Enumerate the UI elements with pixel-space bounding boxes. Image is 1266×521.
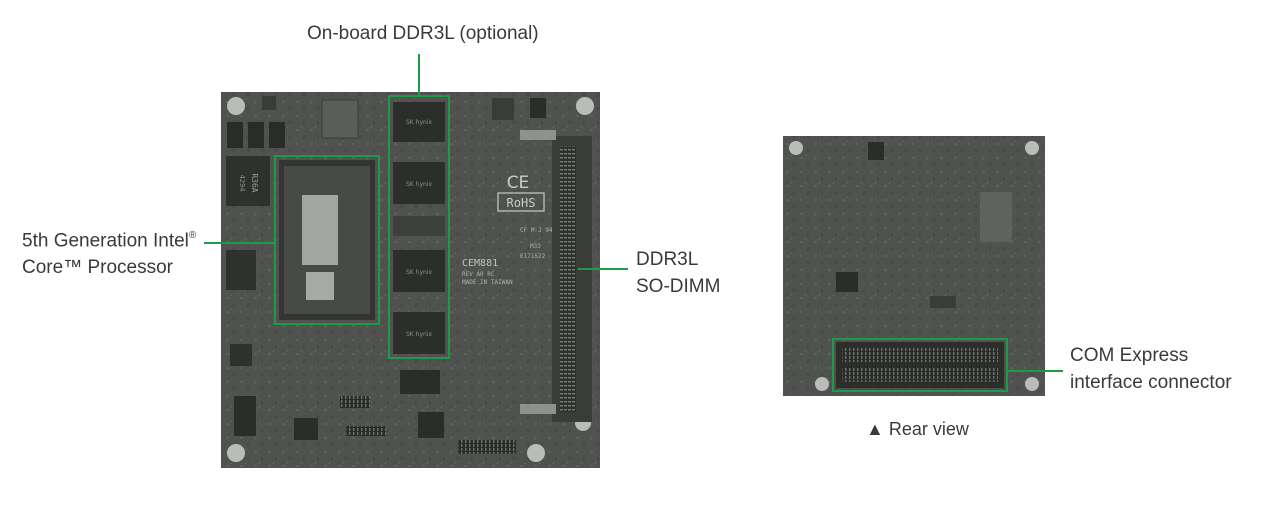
rear-view-caption: ▲ Rear view: [866, 419, 969, 439]
ic-chip: [836, 272, 858, 292]
processor-leader: [204, 242, 276, 244]
small-chip: [530, 98, 546, 118]
passive-array: [980, 192, 1012, 242]
ic-chip: [418, 412, 444, 438]
com-connector-highlight: [832, 338, 1008, 392]
ic-chip: [400, 370, 440, 394]
processor-label: 5th Generation Intel® Core™ Processor: [22, 223, 196, 281]
connector-strip: [346, 426, 386, 436]
mounting-hole: [227, 444, 245, 462]
small-chip: [930, 296, 956, 308]
sodimm-label-line2: SO-DIMM: [636, 276, 721, 297]
pch-die: [306, 272, 334, 300]
small-chip: [868, 142, 884, 160]
front-board: R36A 4294 SK hynix SK hynix SK hynix SK …: [221, 92, 600, 468]
memory-chip: [393, 250, 445, 292]
mounting-hole: [789, 141, 803, 155]
connector-strip: [458, 440, 516, 454]
sodimm-label: DDR3L SO-DIMM: [636, 246, 720, 300]
memory-chip: [393, 102, 445, 142]
memory-chip-label: SK hynix: [406, 181, 432, 188]
memory-chip: [393, 312, 445, 354]
onboard-ddr3l-leader: [418, 54, 420, 96]
memory-chip-label: SK hynix: [406, 119, 432, 126]
sodimm-slot-pins: [560, 146, 576, 412]
mosfet-chip: [227, 122, 243, 148]
model-mark: CEM881: [462, 258, 498, 269]
mounting-hole: [1025, 141, 1039, 155]
rear-board: [783, 136, 1045, 396]
rev-mark: REV A0 RC: [462, 271, 495, 278]
slot-latch: [520, 404, 556, 414]
com-connector-label-line1: COM Express: [1070, 345, 1189, 366]
memory-chip: [393, 162, 445, 204]
mounting-hole: [527, 444, 545, 462]
sodimm-leader: [578, 268, 628, 270]
inductor-marking-2: 4294: [238, 175, 246, 192]
memory-pads: [393, 216, 445, 236]
com-connector-label: COM Express interface connector: [1070, 342, 1232, 396]
cert-mark: CF M-J 94V-0: [520, 227, 564, 234]
ic-chip: [294, 418, 318, 440]
small-chip: [262, 96, 276, 110]
small-chip: [492, 98, 514, 120]
onboard-memory-highlight: [388, 95, 450, 359]
mounting-hole: [1025, 377, 1039, 391]
cpu-die: [302, 195, 338, 265]
rohs-box: [497, 192, 545, 212]
com-connector-leader: [1007, 370, 1063, 372]
com-connector-label-line2: interface connector: [1070, 372, 1232, 393]
rohs-mark: RoHS: [507, 196, 536, 210]
inductor: [226, 156, 270, 206]
memory-chip-label: SK hynix: [406, 331, 432, 338]
mounting-hole: [227, 97, 245, 115]
inductor-marking: R36A: [250, 173, 259, 192]
memory-chip-label: SK hynix: [406, 269, 432, 276]
made-in-mark: MADE IN TAIWAN: [462, 279, 513, 286]
connector-pins-row: [842, 348, 998, 362]
ce-mark: CE: [507, 173, 530, 193]
code-mark: M33: [530, 243, 541, 250]
processor-label-line1: 5th Generation Intel: [22, 230, 189, 252]
ic-chip: [230, 344, 252, 366]
ic-chip: [234, 396, 256, 436]
registered-mark: ®: [188, 230, 197, 241]
code-mark-2: E171522: [520, 253, 546, 260]
processor-highlight: [274, 155, 380, 325]
inductor-pad: [321, 99, 359, 139]
slot-latch: [520, 130, 556, 140]
mosfet-chip: [248, 122, 264, 148]
sodimm-label-line1: DDR3L: [636, 249, 699, 270]
mounting-hole: [815, 377, 829, 391]
inductor: [226, 250, 256, 290]
mosfet-chip: [269, 122, 285, 148]
processor-label-line2: Core™ Processor: [22, 257, 173, 279]
onboard-ddr3l-label: On-board DDR3L (optional): [307, 23, 539, 44]
mounting-hole: [576, 97, 594, 115]
connector-pins-row: [842, 368, 998, 382]
connector-strip: [340, 396, 370, 408]
